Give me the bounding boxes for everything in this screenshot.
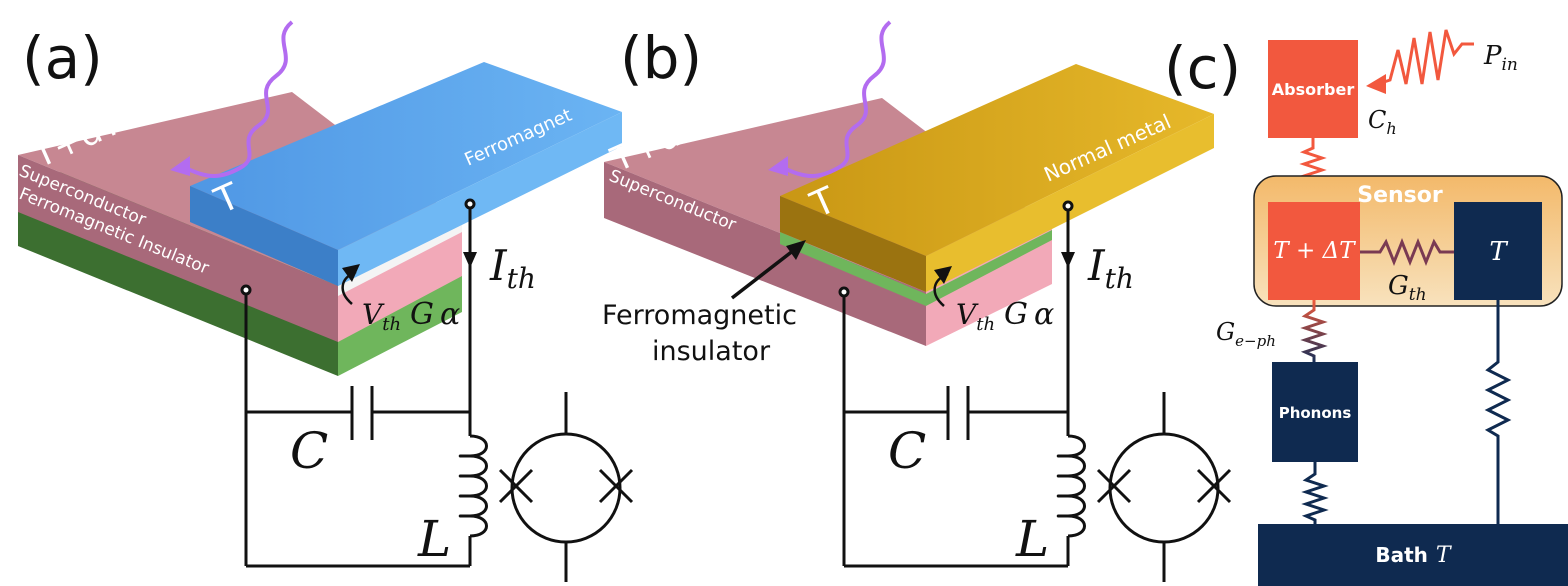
cold-box [1454,202,1542,300]
bath-box [1258,524,1568,586]
circuit-b [838,200,1232,582]
ferromagnet-top [190,62,622,250]
photon-wave-b [779,20,892,178]
absorber-label: Absorber [1272,80,1355,99]
inductor-label-b: L [1015,510,1049,568]
current-label: Ith [489,241,536,295]
gth-label: Gth [1388,271,1427,305]
superconductor-layer-front [18,155,338,342]
panel-a: (a) T+dT T Ferromagnet Superconductor Fe… [16,20,634,582]
rotation-arrow-head-b [934,266,952,284]
normal-metal-top [780,64,1214,256]
g-label-b: G [1004,297,1028,332]
photon-wave [181,20,294,178]
phonons-label: Phonons [1279,404,1352,422]
t-cold-label: T [1489,237,1508,267]
ferromagnet-front [190,186,338,286]
panel-c-label: (c) [1164,34,1241,102]
superconductor-layer-side-b [926,228,1052,346]
geph-label: Ge−ph [1216,318,1276,350]
photon-arrow-b [768,156,788,176]
vth-label: Vth [362,298,401,335]
panel-b-label: (b) [620,24,702,92]
insulator-pointer-head [786,240,806,260]
insulator-thin-b [780,230,1052,306]
superconductor-layer-side [338,222,462,342]
absorber-box [1268,40,1358,138]
pin-arrow [1366,74,1386,94]
pin-wave [1383,29,1474,85]
circuit-a [240,198,634,582]
cold-bath-resistor [1484,300,1512,524]
insulator-pointer [730,248,796,300]
inductor-label: L [417,510,451,568]
pin-label: Pin [1483,41,1518,75]
t-hot-label: T + ΔT [1273,238,1356,264]
current-label-b: Ith [1087,241,1134,295]
g-label: G [410,297,434,332]
photon-arrow [170,156,190,176]
phonon-bath-resistor [1301,462,1329,524]
ferromagnet-side [338,112,622,286]
capacitor-label: C [290,422,328,480]
panel-b: (b) T+dT T Normal metal Superconductor F… [602,20,1232,582]
phonons-box [1272,362,1358,462]
insulator-pointer-label-2: insulator [652,336,771,367]
electron-box [1268,202,1360,300]
current-arrow-b [1061,252,1075,268]
vth-label-b: Vth [956,298,995,335]
barrier-layer [338,222,462,296]
insulator-pointer-label-1: Ferromagnetic [602,300,797,331]
geph-resistor [1300,300,1328,362]
alpha-label-b: α [1034,297,1054,332]
normal-metal-front [780,196,926,292]
current-arrow [463,252,477,268]
panel-a-label: (a) [22,24,103,92]
panel-c: (c) Absorber Ch Pin Sensor T + ΔT T Gth … [1164,29,1568,586]
capacitor-label-b: C [888,422,926,480]
ch-label: Ch [1368,106,1397,138]
gth-resistor [1360,237,1454,267]
rotation-arrow-head [342,264,360,282]
sensor-label: Sensor [1357,183,1443,208]
alpha-label: α [440,297,460,332]
